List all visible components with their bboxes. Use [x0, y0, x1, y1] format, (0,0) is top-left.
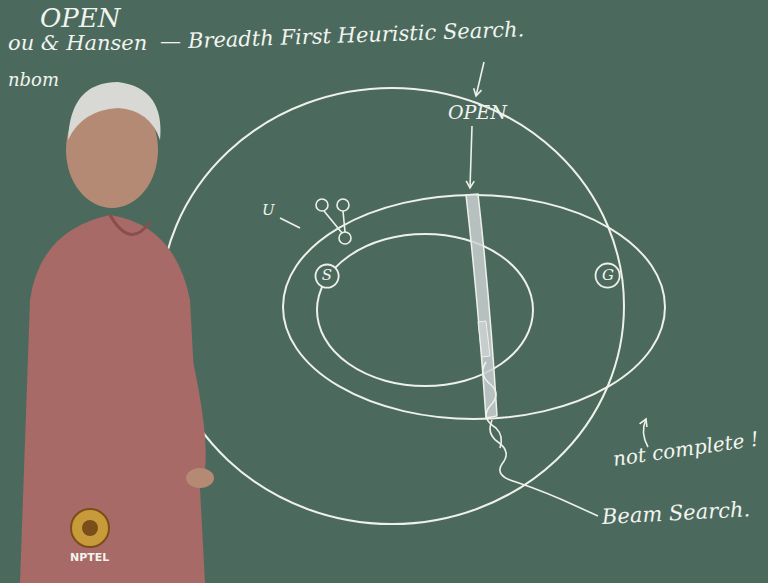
- small-tree: [280, 199, 351, 244]
- open-band: [466, 194, 497, 418]
- outer-region: [160, 88, 624, 524]
- chalk-outlines: [160, 88, 665, 524]
- remark-note: not complete !: [612, 428, 760, 470]
- author-note: ou & Hansen: [8, 32, 147, 55]
- method-label: Beam Search.: [601, 498, 750, 529]
- partial-note: nbom: [8, 70, 59, 90]
- state-name: G: [602, 268, 614, 283]
- heading-note: OPEN: [40, 4, 121, 33]
- inner-ellipse: [317, 234, 533, 386]
- state-circle: G: [594, 262, 621, 289]
- node-label: U: [262, 202, 275, 219]
- dash-note: —: [160, 30, 181, 53]
- circle-shape: [315, 264, 338, 287]
- circle-shape: [596, 264, 620, 288]
- logo-text: NPTEL: [70, 552, 109, 564]
- open-label: OPEN: [448, 102, 507, 123]
- lecturer-figure: [20, 82, 214, 583]
- state-name: S: [322, 268, 332, 283]
- state-circle: S: [314, 263, 340, 289]
- beam-band: [478, 321, 490, 357]
- algorithm-name: Breadth First Heuristic Search.: [188, 18, 525, 53]
- search-ellipse: [283, 195, 665, 419]
